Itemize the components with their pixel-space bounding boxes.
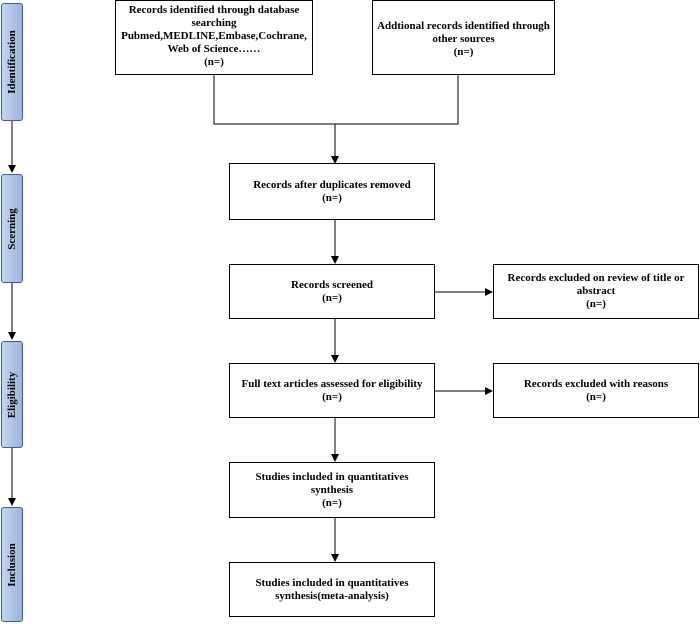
stage-tab-identification: Identification bbox=[1, 3, 23, 121]
excluded-reasons-box: Records excluded with reasons (n=) bbox=[493, 363, 699, 418]
after-duplicates-count: (n=) bbox=[322, 191, 342, 204]
additional-records-box: Addtional records identified through oth… bbox=[372, 0, 555, 75]
screened-box: Records screened (n=) bbox=[229, 264, 435, 319]
merge-connector bbox=[213, 75, 459, 125]
screened-line-1: Records screened bbox=[291, 278, 373, 291]
excluded-title-line-2: abstract bbox=[576, 285, 616, 297]
stage-label-identification: Identification bbox=[6, 30, 18, 94]
quantitative-line-1: Studies included in quantitatives bbox=[255, 470, 409, 483]
screened-count: (n=) bbox=[322, 291, 342, 304]
database-records-box: Records identified through database sear… bbox=[115, 0, 313, 75]
quantitative-count: (n=) bbox=[322, 496, 342, 509]
meta-analysis-box: Studies included in quantitatives synthe… bbox=[229, 562, 435, 617]
stage-label-screening: Scerning bbox=[6, 207, 18, 250]
database-records-count: (n=) bbox=[204, 56, 224, 68]
additional-records-count: (n=) bbox=[453, 46, 474, 58]
additional-records-line-1: Addtional records identified through bbox=[377, 20, 550, 32]
after-duplicates-box: Records after duplicates removed (n=) bbox=[229, 163, 435, 220]
stage-label-eligibility: Eligibility bbox=[6, 371, 18, 418]
full-text-box: Full text articles assessed for eligibil… bbox=[229, 363, 435, 418]
database-records-line-1: Records identified through database bbox=[128, 4, 300, 16]
database-records-line-3: Pubmed,MEDLINE,Embase,Cochrane, bbox=[121, 30, 307, 42]
meta-analysis-line-1: Studies included in quantitatives bbox=[255, 576, 409, 589]
stage-tab-screening: Scerning bbox=[1, 174, 23, 283]
quantitative-line-2: synthesis bbox=[310, 483, 354, 496]
stage-tab-eligibility: Eligibility bbox=[1, 341, 23, 448]
full-text-line-1: Full text articles assessed for eligibil… bbox=[241, 377, 423, 390]
stage-label-inclusion: Inclusion bbox=[6, 542, 18, 587]
excluded-reasons-count: (n=) bbox=[586, 390, 606, 403]
full-text-count: (n=) bbox=[322, 390, 342, 403]
meta-analysis-line-2: synthesis(meta-analysis) bbox=[275, 589, 389, 602]
after-duplicates-line-1: Records after duplicates removed bbox=[253, 178, 411, 191]
database-records-line-2: searching bbox=[191, 17, 237, 29]
excluded-title-count: (n=) bbox=[586, 298, 606, 310]
excluded-title-line-1: Records excluded on review of title or bbox=[507, 272, 685, 284]
excluded-reasons-line-1: Records excluded with reasons bbox=[523, 377, 669, 390]
quantitative-box: Studies included in quantitatives synthe… bbox=[229, 462, 435, 518]
database-records-line-4: Web of Science…… bbox=[167, 43, 261, 55]
stage-tab-inclusion: Inclusion bbox=[1, 507, 23, 622]
additional-records-line-2: other sources bbox=[432, 33, 495, 45]
excluded-title-box: Records excluded on review of title or a… bbox=[493, 264, 699, 319]
